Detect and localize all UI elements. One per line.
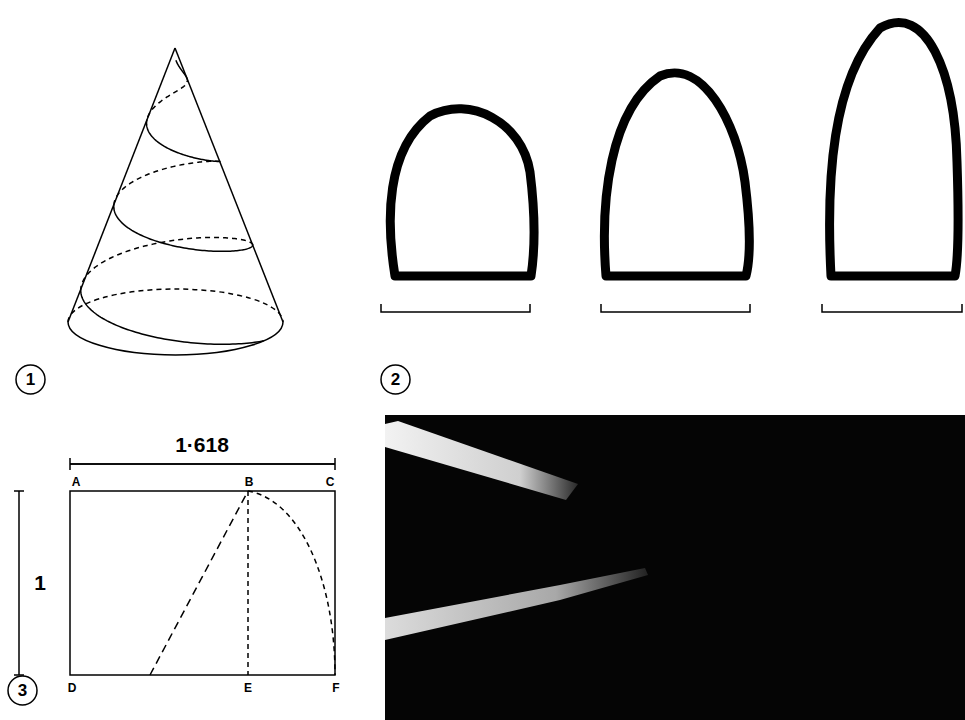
- point-label: B: [243, 475, 256, 489]
- point-label: A: [70, 475, 83, 489]
- spiral-line: [114, 161, 220, 204]
- spiral-line: [81, 237, 253, 289]
- dimension-line: [70, 458, 335, 470]
- cone-drawing: [68, 48, 283, 355]
- panel-number-text: 1: [15, 364, 46, 395]
- spiral-line: [81, 289, 264, 344]
- dimension-label: 1·618: [173, 433, 231, 457]
- panel-number: 3: [7, 675, 38, 706]
- section-outline: [390, 109, 534, 276]
- cone-base-front: [68, 322, 283, 355]
- panel-number: 1: [15, 364, 46, 395]
- construction-line: [150, 491, 248, 675]
- point-label: D: [66, 681, 79, 695]
- cone-edge: [68, 48, 175, 322]
- panel-number: 2: [380, 364, 411, 395]
- golden-rectangle: [70, 491, 335, 675]
- dimension-label: 1: [32, 571, 48, 595]
- needle-image: [385, 568, 648, 640]
- scale-bar: [601, 304, 750, 312]
- spiral-line: [114, 204, 253, 252]
- scale-bar: [822, 304, 962, 312]
- panel-number-text: 3: [7, 675, 38, 706]
- cone-edge: [175, 48, 283, 322]
- scale-bar: [381, 304, 530, 312]
- point-label: E: [242, 681, 254, 695]
- spiral-line: [147, 77, 188, 119]
- panel-number-text: 2: [380, 364, 411, 395]
- spiral-line: [176, 60, 187, 77]
- circle-outline: [381, 365, 410, 394]
- dimension-line: [70, 463, 335, 465]
- needle-image: [385, 421, 578, 500]
- circle-outline: [8, 676, 37, 705]
- construction-line: [247, 491, 249, 675]
- spiral-line: [147, 120, 220, 162]
- point-label: F: [330, 681, 341, 695]
- dimension-line: [14, 491, 24, 675]
- photograph: [385, 415, 965, 720]
- section-outline: [604, 73, 749, 276]
- construction-arc: [248, 491, 335, 675]
- point-label: C: [324, 475, 337, 489]
- circle-outline: [16, 365, 45, 394]
- section-outline: [830, 23, 958, 276]
